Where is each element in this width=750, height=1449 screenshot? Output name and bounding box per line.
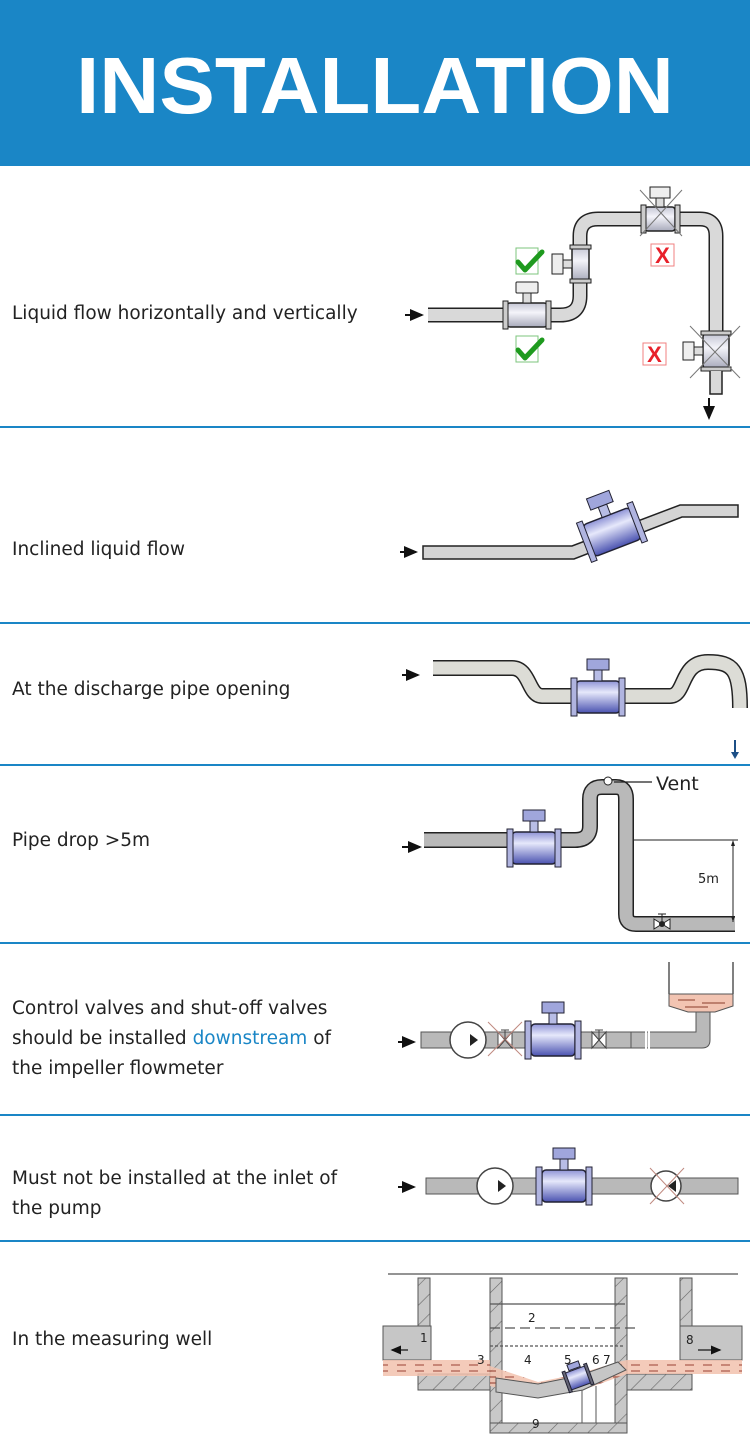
diagram-inclined xyxy=(390,480,750,590)
callout-8: 8 xyxy=(686,1333,694,1347)
diagram-valves xyxy=(390,950,750,1110)
header-banner: INSTALLATION xyxy=(0,0,750,166)
incorrect-x-icon: X xyxy=(642,342,667,367)
incorrect-x-icon: X xyxy=(650,243,675,268)
section-divider xyxy=(0,1114,750,1116)
svg-text:X: X xyxy=(647,342,662,367)
section-discharge: At the discharge pipe opening xyxy=(0,624,750,764)
flowmeter-icon xyxy=(502,281,552,330)
callout-1: 1 xyxy=(420,1331,428,1345)
section-divider xyxy=(0,942,750,944)
diagram-pump-inlet xyxy=(390,1130,750,1230)
section-label: Inclined liquid flow xyxy=(12,539,185,560)
svg-text:X: X xyxy=(655,243,670,268)
tank-icon xyxy=(668,962,734,1013)
diagram-measuring-well: 1 2 3 4 5 6 7 8 9 xyxy=(378,1266,750,1449)
section-valves: Control valves and shut-off valves shoul… xyxy=(0,944,750,1114)
section-divider xyxy=(0,764,750,766)
section-horizontal-vertical: Liquid flow horizontally and vertically xyxy=(0,166,750,426)
flowmeter-icon xyxy=(551,244,592,284)
callout-4: 4 xyxy=(524,1353,532,1367)
section-label: Must not be installed at the inlet of th… xyxy=(12,1168,338,1219)
section-label: Control valves and shut-off valves shoul… xyxy=(12,998,332,1079)
flowmeter-icon xyxy=(535,1147,593,1206)
section-label: Pipe drop >5m xyxy=(12,830,151,851)
section-label: Liquid flow horizontally and vertically xyxy=(12,303,358,324)
section-pump-inlet: Must not be installed at the inlet of th… xyxy=(0,1116,750,1240)
section-pipe-drop: Pipe drop >5m Vent 5m xyxy=(0,766,750,942)
flowmeter-icon xyxy=(575,489,649,564)
section-inclined: Inclined liquid flow xyxy=(0,428,750,622)
pump-icon xyxy=(449,1021,487,1059)
section-divider xyxy=(0,622,750,624)
callout-3: 3 xyxy=(477,1353,485,1367)
correct-check-icon xyxy=(515,335,545,363)
flowmeter-icon xyxy=(682,325,741,379)
page-title: INSTALLATION xyxy=(76,41,674,130)
callout-5: 5 xyxy=(564,1353,572,1367)
section-label: At the discharge pipe opening xyxy=(12,679,291,700)
vent-icon xyxy=(603,776,613,786)
diagram-pipe-drop: Vent 5m xyxy=(390,766,750,942)
highlight-downstream: downstream xyxy=(192,1028,308,1049)
section-divider xyxy=(0,426,750,428)
flowmeter-icon xyxy=(524,1001,582,1060)
flowmeter-icon xyxy=(561,1360,595,1394)
section-measuring-well: In the measuring well xyxy=(0,1242,750,1449)
valve-icon xyxy=(659,921,665,927)
flowmeter-icon xyxy=(506,809,562,868)
flowmeter-icon xyxy=(639,186,683,237)
diagram-discharge xyxy=(390,640,750,764)
callout-2: 2 xyxy=(528,1311,536,1325)
callout-6: 6 xyxy=(592,1353,600,1367)
section-label: In the measuring well xyxy=(12,1329,213,1350)
callout-7: 7 xyxy=(603,1353,611,1367)
pump-icon xyxy=(476,1167,514,1205)
vent-label: Vent xyxy=(656,773,699,795)
correct-check-icon xyxy=(515,247,545,275)
section-divider xyxy=(0,1240,750,1242)
flowmeter-icon xyxy=(570,658,626,717)
height-label: 5m xyxy=(698,872,719,887)
diagram-horizontal-vertical: X X xyxy=(400,166,750,426)
callout-9: 9 xyxy=(532,1417,540,1431)
